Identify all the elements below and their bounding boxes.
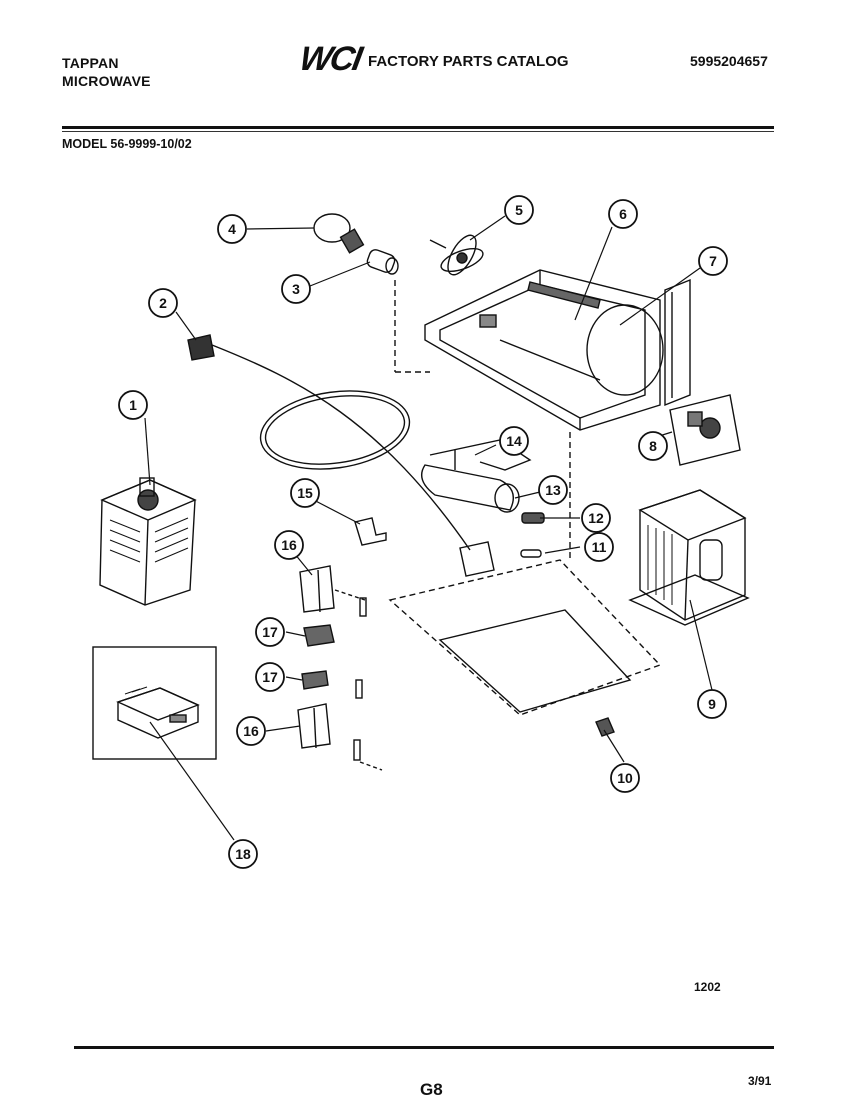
callout-14: 14 [499, 426, 529, 456]
catalog-part-number: 5995204657 [690, 53, 768, 69]
header-divider-thin [62, 131, 774, 132]
callout-number: 3 [292, 281, 300, 297]
callout-3: 3 [281, 274, 311, 304]
callout-17: 17 [255, 662, 285, 692]
callout-number: 17 [262, 669, 278, 685]
callout-number: 16 [243, 723, 259, 739]
lamp-bulb-part [313, 213, 365, 254]
callout-9: 9 [697, 689, 727, 719]
callout-circle [290, 478, 320, 508]
side-support-part [664, 278, 691, 407]
callout-circle [118, 390, 148, 420]
callout-number: 2 [159, 295, 167, 311]
callout-number: 16 [281, 537, 297, 553]
interlock-switch-lower-part [297, 703, 383, 771]
fuse-part [520, 549, 542, 558]
callout-circle [281, 274, 311, 304]
callout-5: 5 [504, 195, 534, 225]
leader-lines [144, 215, 713, 841]
callout-circle [274, 530, 304, 560]
switch-bracket-part [354, 517, 387, 546]
callout-number: 6 [619, 206, 627, 222]
callout-8: 8 [638, 431, 668, 461]
switch-actuator-lower-part [301, 670, 363, 699]
callout-number: 1 [129, 397, 137, 413]
callout-16: 16 [274, 530, 304, 560]
footer-divider [74, 1046, 774, 1049]
callout-16: 16 [236, 716, 266, 746]
callout-6: 6 [608, 199, 638, 229]
callout-4: 4 [217, 214, 247, 244]
switch-actuator-upper-part [303, 624, 335, 647]
callout-circle [148, 288, 178, 318]
callout-circle [584, 532, 614, 562]
callout-circle [698, 246, 728, 276]
page-code: G8 [420, 1080, 443, 1099]
control-timer-part [116, 686, 200, 739]
callout-number: 5 [515, 202, 523, 218]
brand-block: TAPPAN MICROWAVE [62, 54, 151, 90]
magnetron-part [99, 477, 197, 606]
callout-circle [217, 214, 247, 244]
callout-18: 18 [228, 839, 258, 869]
product-line: MICROWAVE [62, 73, 151, 89]
callout-circle [538, 475, 568, 505]
callout-circle [255, 662, 285, 692]
callout-number: 17 [262, 624, 278, 640]
callout-number: 11 [592, 539, 607, 555]
model-number: MODEL 56-9999-10/02 [62, 137, 192, 151]
callout-circle [638, 431, 668, 461]
catalog-date: 3/91 [748, 1074, 772, 1088]
callout-circle [499, 426, 529, 456]
callout-number: 4 [228, 221, 236, 237]
callout-10: 10 [610, 763, 640, 793]
header-divider [62, 126, 774, 129]
callout-number: 13 [545, 482, 561, 498]
callout-17: 17 [255, 617, 285, 647]
callout-1: 1 [118, 390, 148, 420]
thermal-cutout-part [459, 541, 495, 577]
callout-11: 11 [584, 532, 614, 562]
power-cord-part [187, 334, 471, 551]
callout-12: 12 [581, 503, 611, 533]
capacitor-bracket-part [429, 439, 532, 471]
callout-circle [697, 689, 727, 719]
callout-circle [608, 199, 638, 229]
inset-frame [92, 646, 217, 760]
catalog-title: FACTORY PARTS CATALOG [368, 53, 569, 70]
callout-number: 7 [709, 253, 717, 269]
callout-circle [228, 839, 258, 869]
interlock-switch-upper-part [299, 565, 367, 617]
lamp-socket-part [366, 249, 399, 275]
base-plate-outline [388, 280, 662, 716]
callout-7: 7 [698, 246, 728, 276]
callout-circle [504, 195, 534, 225]
clip-part [595, 717, 615, 737]
brand-name: TAPPAN [62, 55, 119, 71]
callout-number: 10 [617, 770, 633, 786]
fan-motor-part [669, 394, 741, 466]
capacitor-part [421, 464, 520, 513]
callout-number: 8 [649, 438, 657, 454]
callout-13: 13 [538, 475, 568, 505]
callout-15: 15 [290, 478, 320, 508]
callout-number: 15 [297, 485, 313, 501]
callout-circle [255, 617, 285, 647]
callout-circle [236, 716, 266, 746]
callout-number: 12 [588, 510, 604, 526]
callout-circle [610, 763, 640, 793]
callout-number: 9 [708, 696, 716, 712]
callout-number: 14 [506, 433, 522, 449]
callout-number: 18 [235, 846, 251, 862]
fan-bracket-part [424, 269, 664, 431]
callout-circle [581, 503, 611, 533]
illustration-reference-number: 1202 [694, 980, 721, 994]
callout-2: 2 [148, 288, 178, 318]
fan-blade-part [429, 234, 484, 276]
transformer-part [628, 489, 750, 626]
